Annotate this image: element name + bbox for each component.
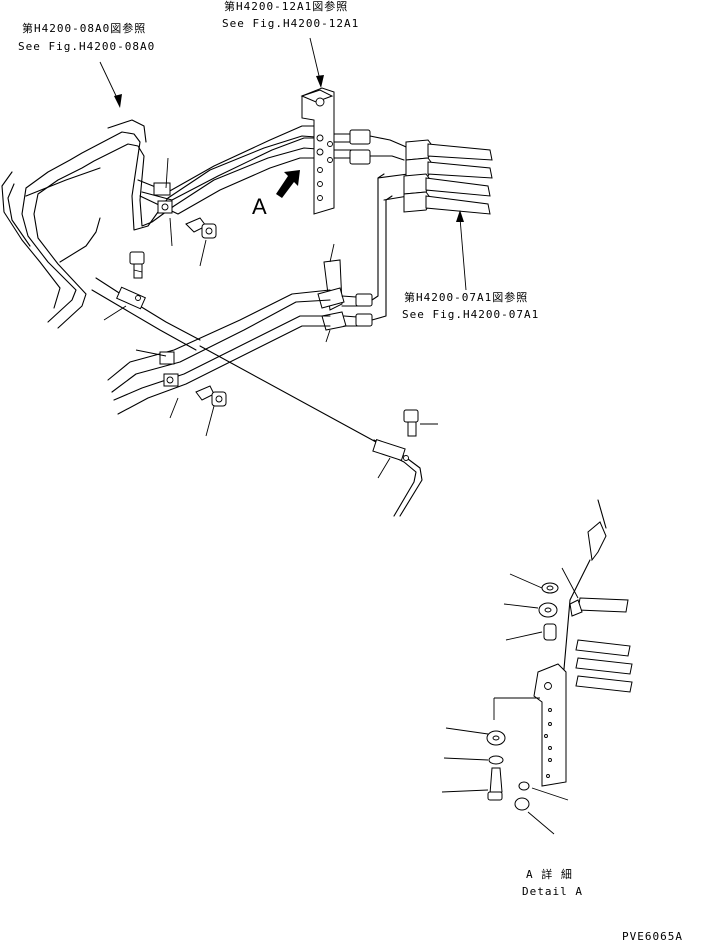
small-bolt-right <box>403 409 438 437</box>
upper-fittings <box>333 129 409 201</box>
ref-12a1-jp: 第H4200-12A1図参照 <box>224 0 349 13</box>
ref-07a1-jp: 第H4200-07A1図参照 <box>404 291 529 304</box>
detail-title-en: Detail A <box>522 885 583 898</box>
upper-clamp-bolt <box>185 217 217 267</box>
hose-end-assemblies <box>403 139 493 215</box>
detail-title-jp: A 詳 細 <box>526 868 573 881</box>
lower-clamp-bolt <box>195 385 227 437</box>
view-direction-arrow <box>276 170 300 198</box>
upper-bracket <box>300 87 335 215</box>
upper-hose-clamp <box>153 157 173 247</box>
drawing-code: PVE6065A <box>622 930 683 943</box>
reference-leaders <box>99 37 467 291</box>
diagonal-hose-clamp <box>103 286 409 479</box>
small-bolt-left <box>129 251 145 279</box>
lower-hose-clamp <box>135 349 179 419</box>
detail-a-assembly <box>441 499 633 835</box>
ref-07a1-en: See Fig.H4200-07A1 <box>402 308 540 321</box>
view-marker-a: A <box>252 194 267 219</box>
long-diagonal-hose <box>91 277 423 517</box>
middle-bracket <box>317 243 347 343</box>
lower-hoses <box>107 173 393 415</box>
ref-08a0-jp: 第H4200-08A0図参照 <box>22 22 147 35</box>
ref-12a1-en: See Fig.H4200-12A1 <box>222 17 360 30</box>
ref-08a0-en: See Fig.H4200-08A0 <box>18 40 156 53</box>
upper-hose-loop <box>1 119 331 329</box>
